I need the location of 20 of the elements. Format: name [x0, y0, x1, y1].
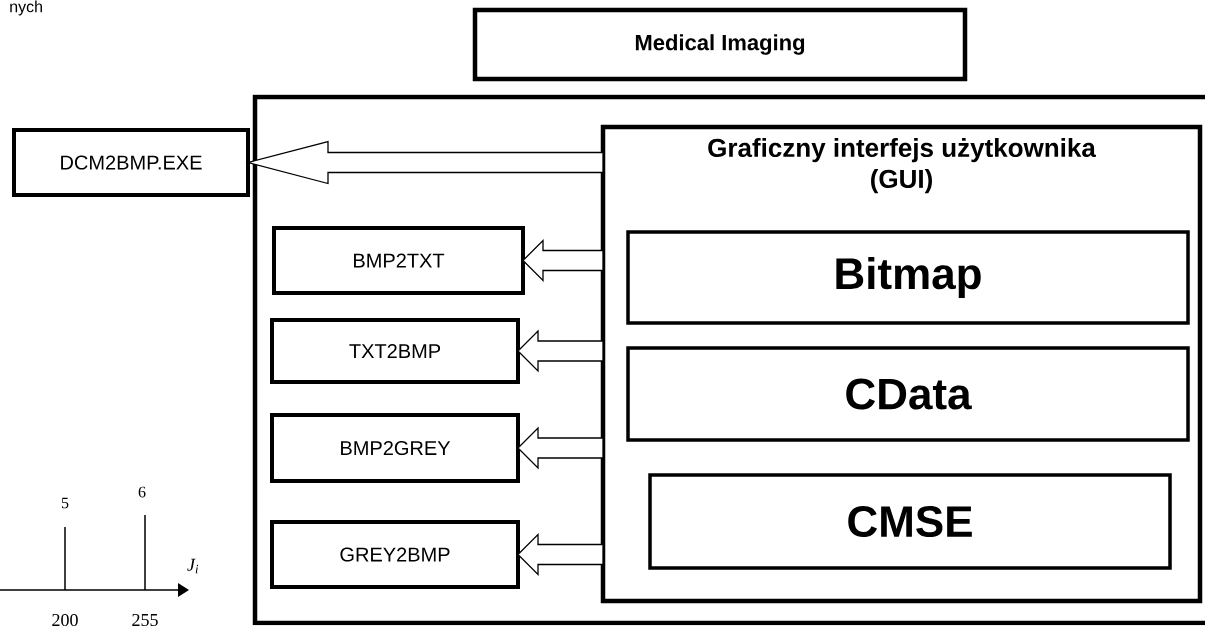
- program-box: BMP2GREY: [270, 413, 520, 483]
- axis-tick-label: 200: [52, 613, 78, 627]
- component-box: CMSE: [648, 473, 1172, 570]
- program-box: TXT2BMP: [270, 318, 520, 384]
- block-arrow: [245, 140, 604, 185]
- block-arrow: [522, 238, 604, 283]
- component-box: Bitmap: [626, 230, 1190, 325]
- axis-label: J$_{i}$: [187, 558, 199, 574]
- program-box: BMP2TXT: [272, 226, 525, 295]
- block-arrow: [517, 426, 604, 470]
- title-box: Medical Imaging: [472, 7, 968, 82]
- component-box: CData: [626, 346, 1190, 442]
- page-fragment-text: nych: [10, 0, 42, 16]
- block-arrow: [517, 329, 604, 373]
- program-box: DCM2BMP.EXE: [12, 128, 250, 197]
- bar-value: 6: [138, 486, 146, 498]
- bar-value: 5: [61, 497, 69, 509]
- program-box: GREY2BMP: [270, 520, 520, 589]
- block-arrow: [517, 532, 604, 577]
- axis-tick-label: 255: [132, 613, 158, 627]
